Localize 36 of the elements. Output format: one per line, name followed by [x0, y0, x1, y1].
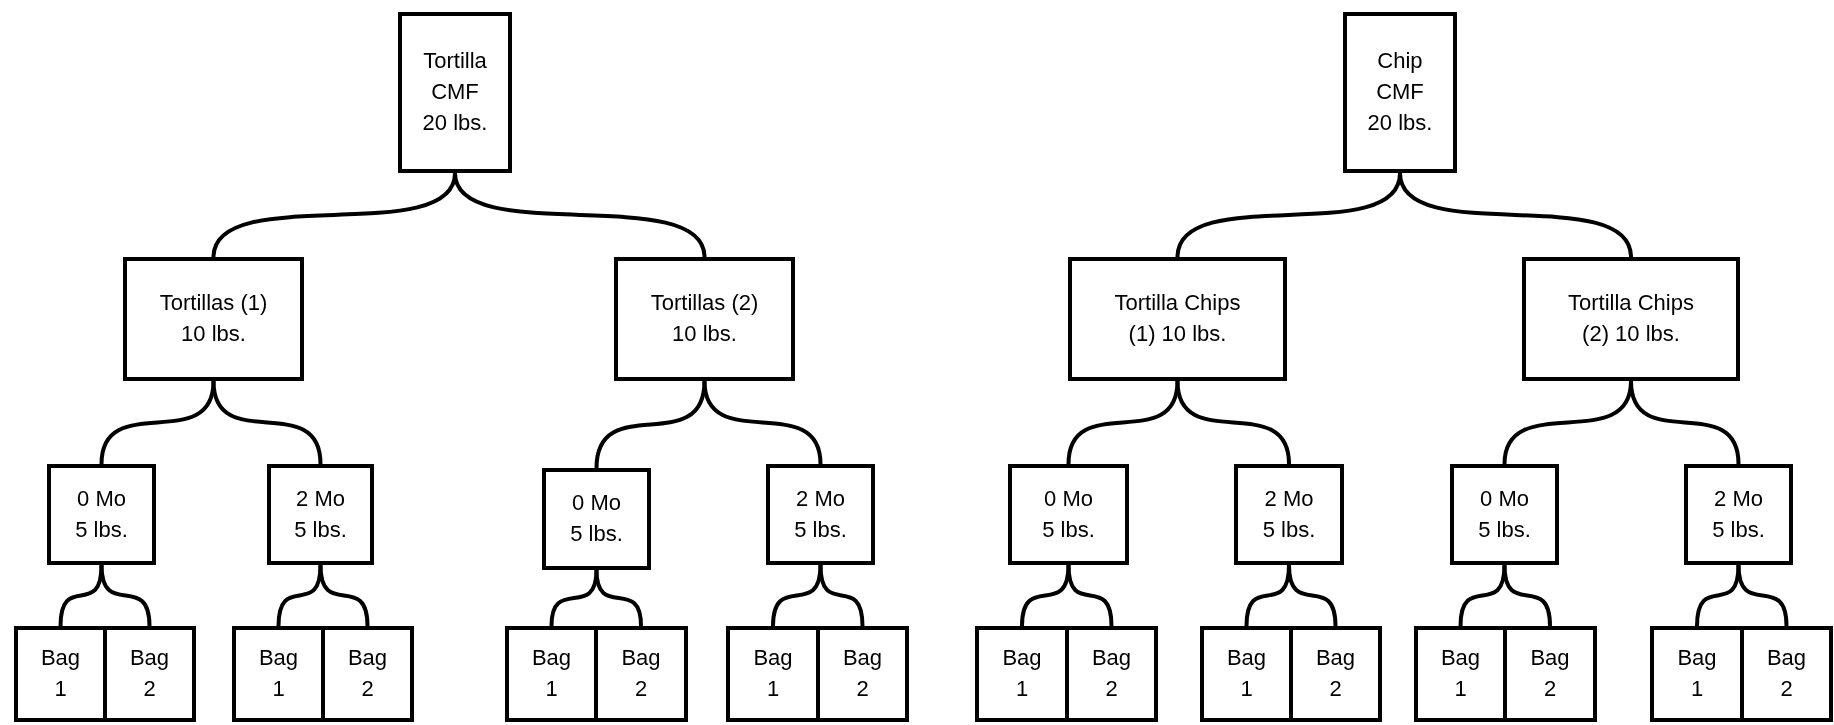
process-box: 2 Mo 5 lbs.: [1684, 464, 1793, 565]
process-box: 2 Mo 5 lbs.: [267, 464, 374, 565]
connector: [549, 569, 599, 627]
process-box: Chip CMF 20 lbs.: [1343, 12, 1457, 173]
connector: [1629, 380, 1741, 465]
connector: [211, 380, 323, 465]
connector: [99, 564, 152, 627]
process-box: 2 Mo 5 lbs.: [1234, 464, 1344, 565]
process-box: 0 Mo 5 lbs.: [1450, 464, 1559, 565]
process-box: Tortilla CMF 20 lbs.: [398, 12, 512, 173]
connector: [1398, 172, 1633, 258]
process-box: Tortilla Chips (1) 10 lbs.: [1068, 257, 1287, 381]
process-box: Tortillas (2) 10 lbs.: [614, 257, 795, 381]
connector: [702, 380, 823, 465]
connector: [818, 564, 865, 627]
process-box: 0 Mo 5 lbs.: [1008, 464, 1129, 565]
connector: [1066, 380, 1180, 465]
connector: [1175, 380, 1291, 465]
process-box: 2 Mo 5 lbs.: [766, 464, 875, 565]
connector: [99, 380, 216, 465]
process-box: 0 Mo 5 lbs.: [542, 468, 651, 570]
connector: [1020, 564, 1071, 627]
process-box: Tortillas (1) 10 lbs.: [123, 257, 304, 381]
connector: [771, 564, 823, 627]
process-box: Tortilla Chips (2) 10 lbs.: [1522, 257, 1740, 381]
connector: [1287, 564, 1338, 627]
connector: [594, 380, 707, 469]
connector: [1458, 564, 1507, 627]
connector: [453, 172, 707, 258]
connector: [1066, 564, 1114, 627]
connector: [58, 564, 104, 627]
process-box: 0 Mo 5 lbs.: [47, 464, 156, 565]
connector: [1502, 564, 1552, 627]
connector: [1736, 564, 1789, 627]
connector: [276, 564, 323, 627]
connector: [318, 564, 370, 627]
